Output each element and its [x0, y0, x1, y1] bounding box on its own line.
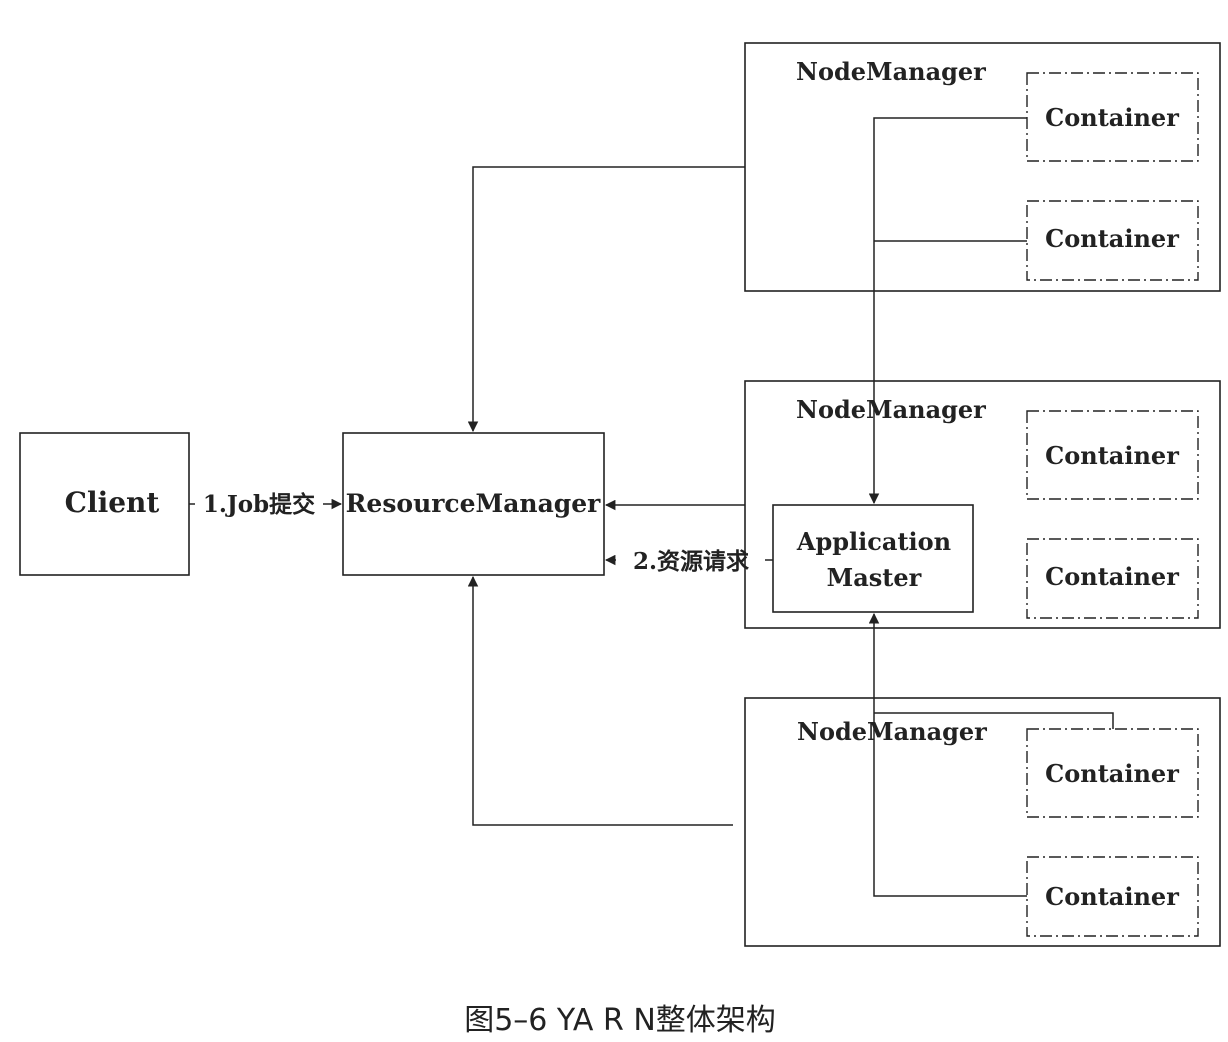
nm1-to-rm-connector: [467, 166, 745, 433]
container5-branch: [874, 712, 1114, 729]
client-label: Client: [65, 486, 160, 519]
node-manager-label-1: NodeManager: [796, 57, 986, 86]
node-manager-label-3: NodeManager: [797, 717, 987, 746]
container-label-2: Container: [1045, 224, 1179, 253]
application-master-label-line-1: Application: [796, 527, 951, 556]
container-label-1: Container: [1045, 103, 1179, 132]
nm3-to-rm-connector: [467, 575, 733, 826]
container6-to-am-connector: [868, 612, 1027, 897]
container-box-3: [1026, 410, 1199, 500]
resource-manager-label: ResourceManager: [346, 489, 602, 518]
figure-caption: 图5–6 YA R N整体架构: [464, 1003, 776, 1038]
container-label-4: Container: [1045, 562, 1179, 591]
container-label-3: Container: [1045, 441, 1179, 470]
node-manager-box-3: [744, 697, 1221, 947]
container1-to-am-connector: [868, 117, 1027, 505]
container-box-4: [1026, 538, 1199, 619]
container-box-5: [1026, 728, 1199, 818]
container-box-2: [1026, 200, 1199, 281]
application-master-box: [772, 504, 974, 613]
node-manager-label-2: NodeManager: [796, 395, 986, 424]
container-box-6: [1026, 856, 1199, 937]
application-master-label-line-2: Master: [827, 563, 922, 592]
container-label-6: Container: [1045, 882, 1179, 911]
job-submit-label: 1.Job提交: [203, 491, 315, 518]
resource-manager-box: [342, 432, 605, 576]
resource-request-label: 2.资源请求: [633, 548, 749, 575]
container-boxes: [1026, 72, 1199, 937]
container-box-1: [1026, 72, 1199, 162]
container-label-5: Container: [1045, 759, 1179, 788]
